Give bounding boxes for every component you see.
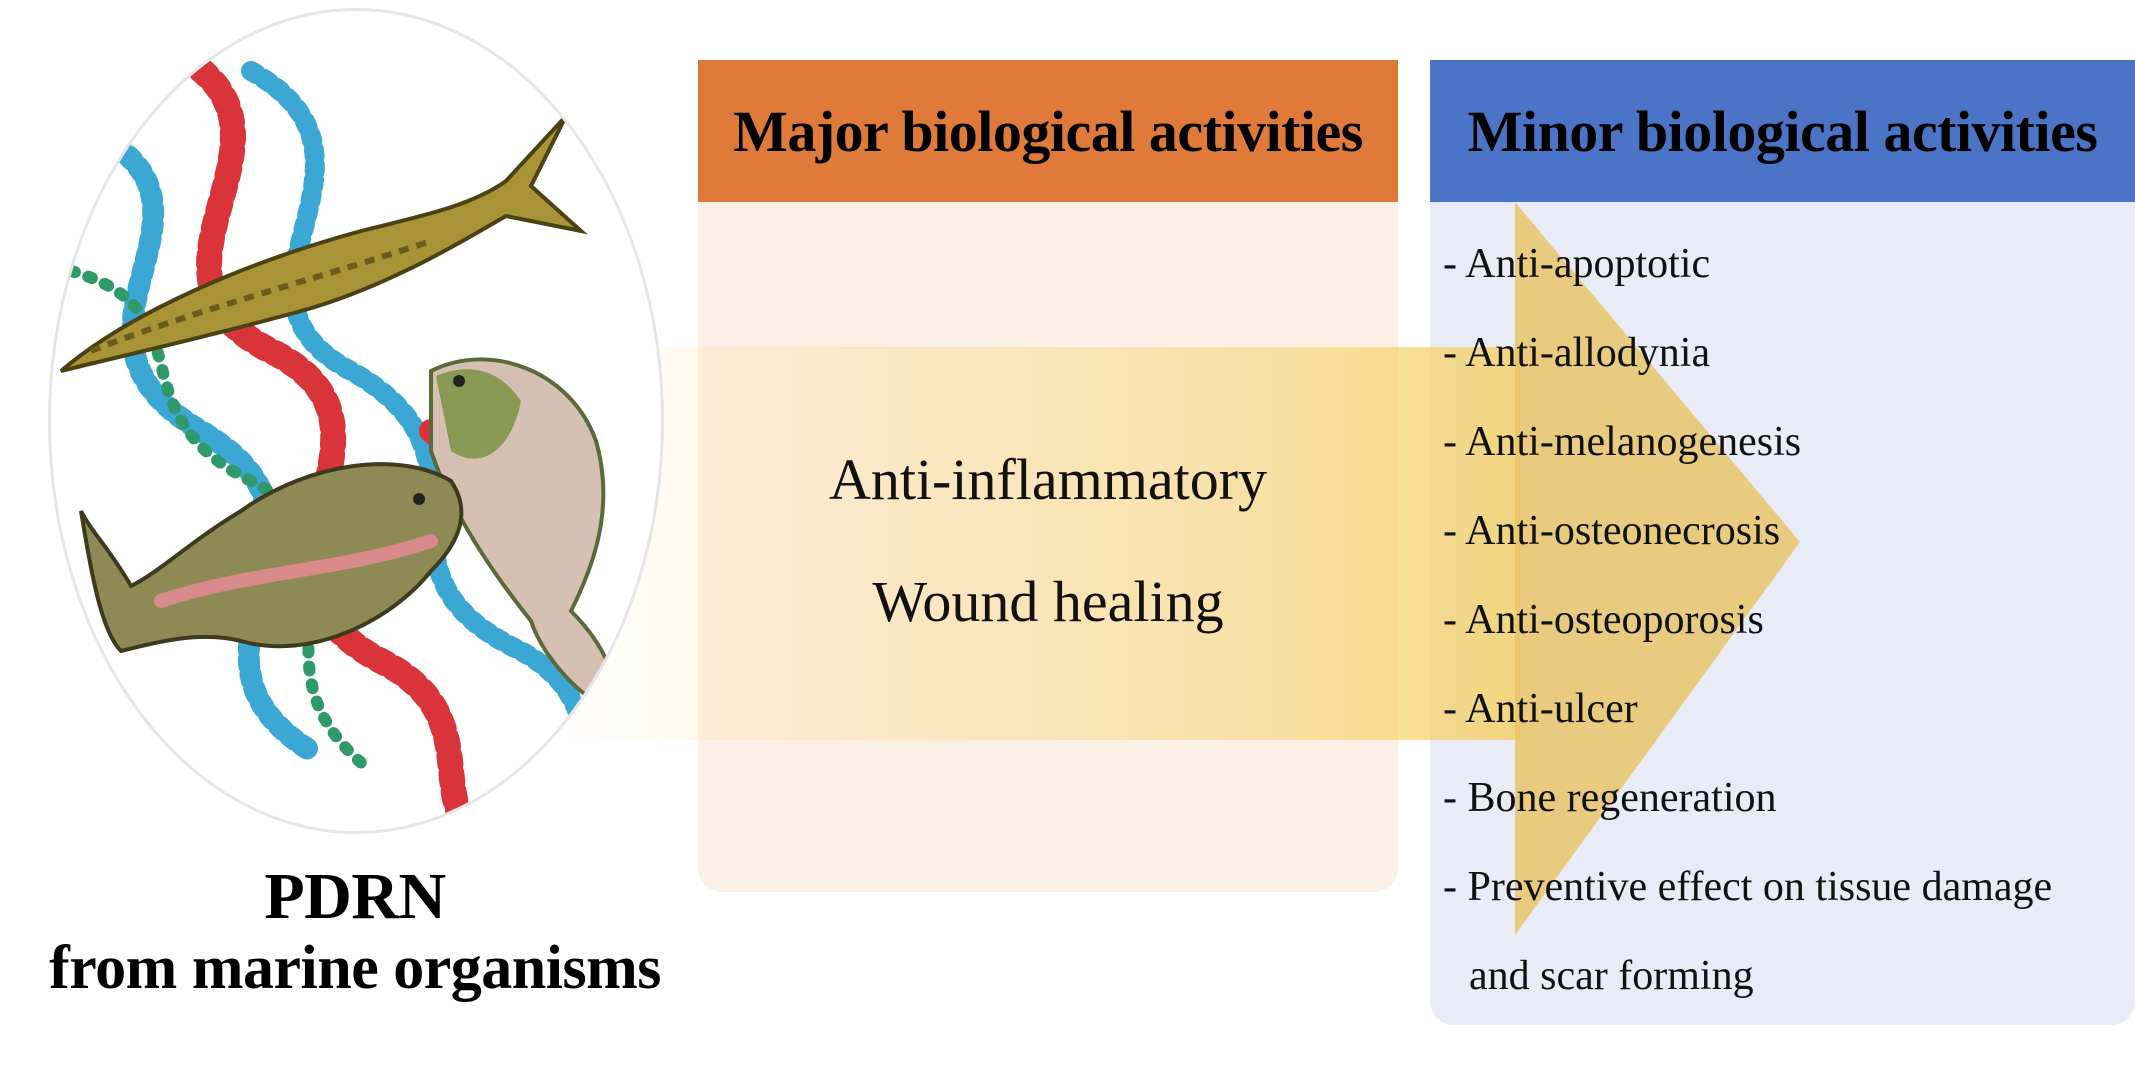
minor-activity-item: - Anti-ulcer	[1443, 686, 1638, 732]
pdrn-illustration	[48, 8, 664, 834]
sturgeon-fish-icon	[59, 114, 588, 373]
minor-activity-item: - Anti-apoptotic	[1443, 241, 1711, 287]
dna-fish-illustration	[59, 38, 621, 831]
minor-activity-item: - Bone regeneration	[1443, 775, 1777, 821]
minor-activity-item-continued: and scar forming	[1469, 953, 1754, 999]
minor-activities-list: - Anti-apoptotic - Anti-allodynia - Anti…	[1443, 232, 2133, 1033]
pdrn-title: PDRN from marine organisms	[20, 860, 690, 1003]
major-activities-header-label: Major biological activities	[733, 98, 1363, 164]
pdrn-title-line1: PDRN	[264, 860, 446, 933]
pdrn-title-line2: from marine organisms	[49, 933, 661, 1002]
major-activities-header: Major biological activities	[698, 60, 1398, 202]
minor-activity-item: - Anti-osteonecrosis	[1443, 508, 1781, 554]
major-activity-item: Anti-inflammatory	[828, 447, 1268, 512]
minor-activity-item: - Preventive effect on tissue damage	[1443, 864, 2053, 910]
minor-activities-header: Minor biological activities	[1430, 60, 2135, 202]
rainbow-trout-fish-icon	[79, 462, 464, 654]
minor-activities-header-label: Minor biological activities	[1467, 98, 2098, 164]
major-activity-item: Wound healing	[872, 569, 1224, 634]
minor-activity-item: - Anti-melanogenesis	[1443, 419, 1802, 465]
minor-activity-item: - Anti-osteoporosis	[1443, 597, 1764, 643]
trout-fish-icon	[429, 357, 617, 714]
minor-activity-item: - Anti-allodynia	[1443, 330, 1711, 376]
